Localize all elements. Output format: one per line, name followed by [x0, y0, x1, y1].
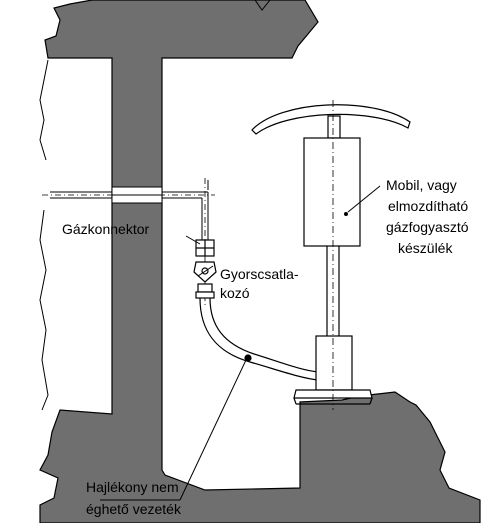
label-mobile-device-line3: gázfogyasztó: [386, 219, 469, 235]
wall-structure: [39, 0, 481, 523]
label-quick-coupling-line1: Gyorscsatla-: [220, 266, 299, 282]
leader-lines: [100, 185, 381, 501]
label-flexible-hose-line1: Hajlékony nem: [86, 479, 179, 495]
ceiling-break-line: [254, 0, 271, 11]
label-mobile-device-line2: elmozdítható: [388, 198, 468, 214]
label-mobile-device-line4: készülék: [398, 240, 453, 256]
label-quick-coupling-line2: kozó: [220, 285, 250, 301]
flexible-hose: [199, 297, 319, 381]
label-mobile-device-line1: Mobil, vagy: [386, 177, 457, 193]
mobile-gas-heater: [251, 104, 411, 405]
wall-break-lines: [39, 59, 49, 411]
label-flexible-hose-line2: éghető vezeték: [86, 501, 182, 517]
gas-connector: [195, 239, 215, 257]
quick-coupling: [193, 261, 217, 299]
label-gas-connector: Gázkonnektor: [62, 221, 149, 237]
